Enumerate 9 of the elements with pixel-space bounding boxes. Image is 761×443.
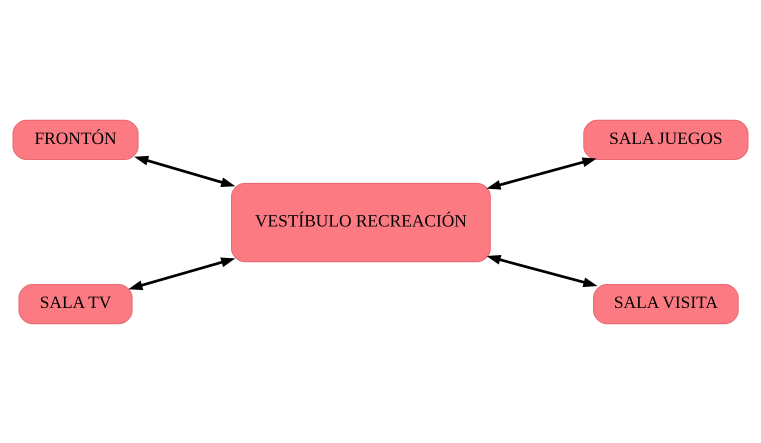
arrow — [486, 156, 597, 190]
node-box: VESTÍBULO RECREACIÓN — [231, 182, 491, 262]
node-box: SALA JUEGOS — [583, 119, 748, 160]
node-box: FRONTÓN — [12, 119, 139, 160]
arrow — [134, 155, 236, 186]
node-box: SALA VISITA — [593, 283, 739, 324]
node-box: SALA TV — [18, 283, 133, 324]
arrow — [128, 257, 236, 290]
arrow — [486, 254, 598, 287]
